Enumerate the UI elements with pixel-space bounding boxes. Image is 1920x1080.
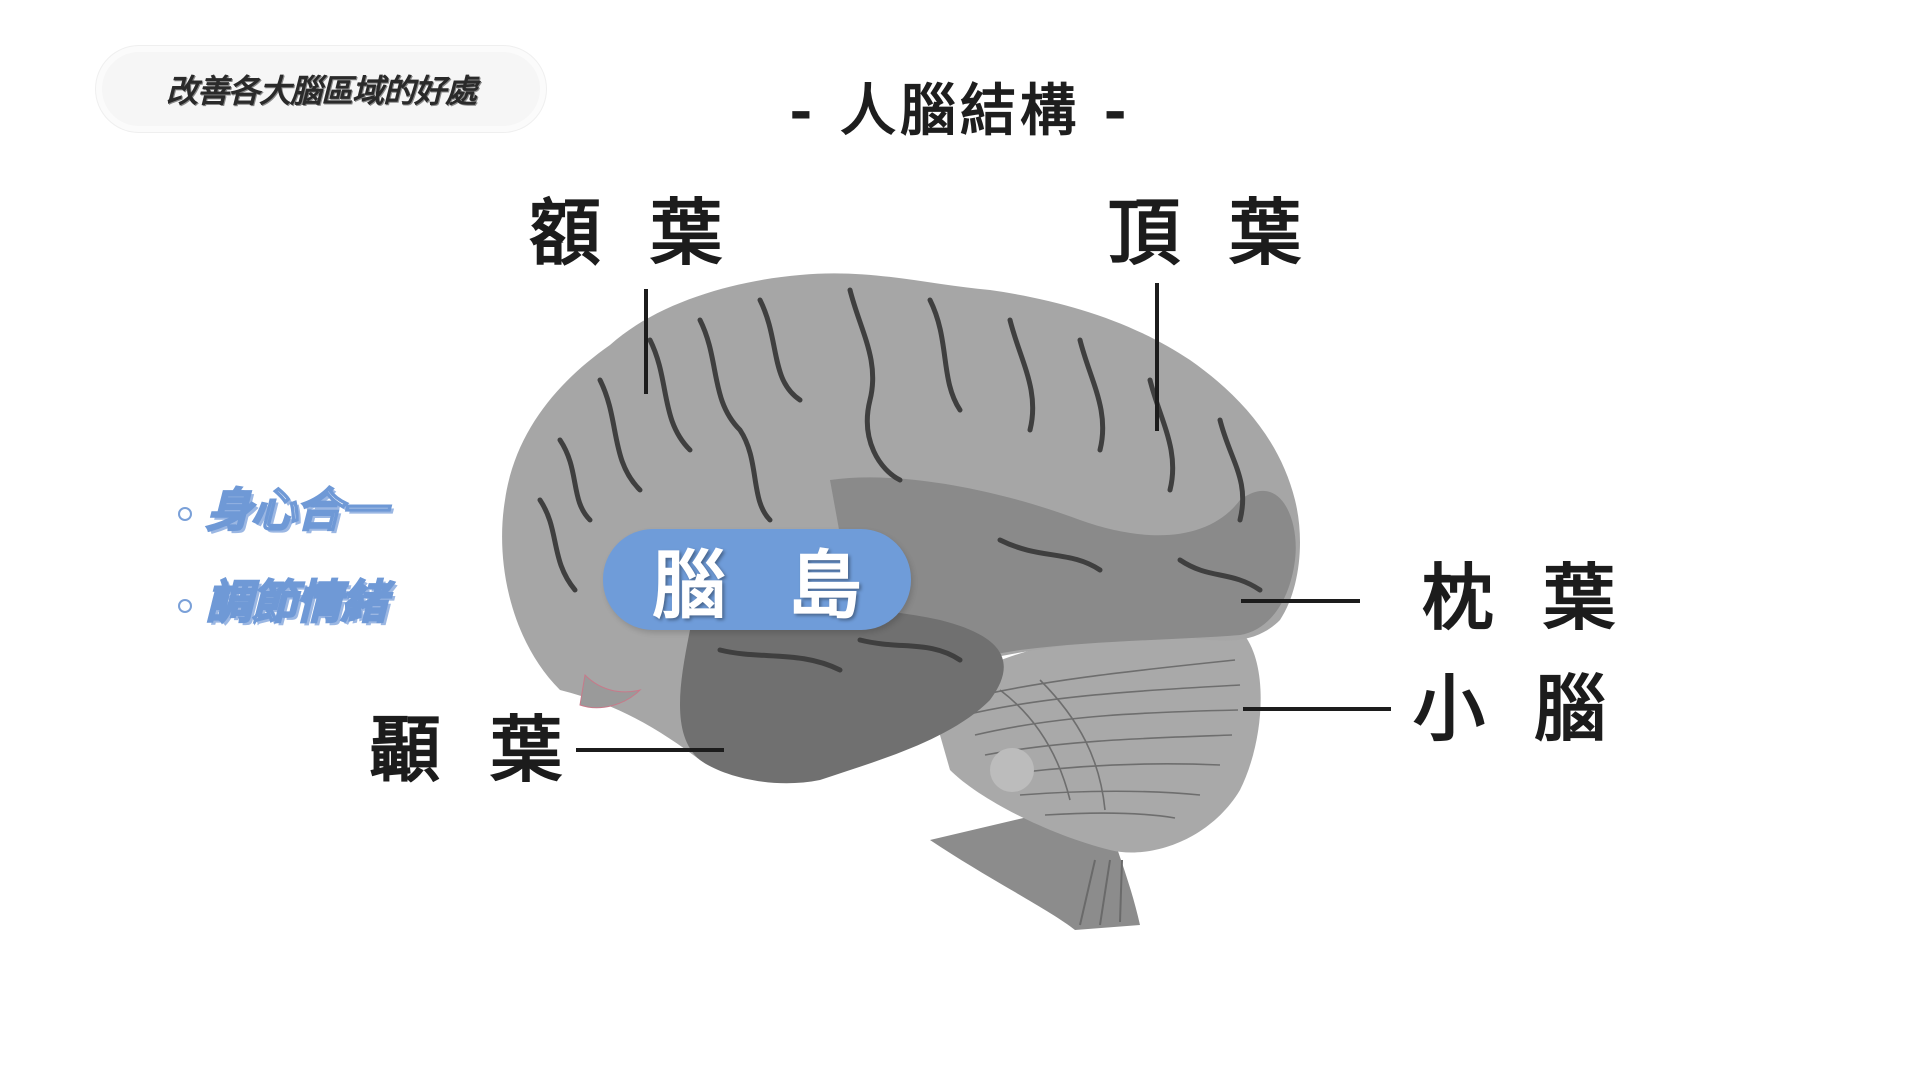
leader-line-temporal-lobe bbox=[576, 748, 724, 752]
temporal-lobe-shape bbox=[680, 609, 1004, 784]
bullet-icon bbox=[178, 506, 192, 521]
leader-line-occipital-lobe bbox=[1241, 599, 1360, 603]
label-occipital-lobe: 枕 葉 bbox=[1422, 555, 1628, 640]
label-temporal-lobe: 顳 葉 bbox=[369, 707, 575, 792]
cerebellum-shape bbox=[930, 627, 1261, 853]
benefit-item: 身心合一 bbox=[178, 474, 388, 540]
benefit-item: 調節情緒 bbox=[178, 566, 388, 632]
leader-line-parietal-lobe bbox=[1155, 283, 1159, 431]
section-pill: 改善各大腦區域的好處 bbox=[102, 52, 540, 126]
insula-label: 腦 島 bbox=[652, 543, 880, 629]
label-parietal-lobe: 頂 葉 bbox=[1108, 190, 1314, 275]
section-pill-label: 改善各大腦區域的好處 bbox=[165, 72, 477, 110]
page-title: - 人腦結構 - bbox=[789, 78, 1131, 144]
leader-line-frontal-lobe bbox=[644, 289, 648, 394]
label-frontal-lobe: 額 葉 bbox=[529, 190, 735, 275]
benefit-label: 身心合一 bbox=[205, 482, 388, 538]
pons-flower bbox=[990, 748, 1034, 792]
label-cerebellum: 小 腦 bbox=[1413, 666, 1619, 751]
insula-highlight: 腦 島 bbox=[603, 529, 911, 630]
bullet-icon bbox=[178, 598, 192, 613]
sulci bbox=[537, 287, 1263, 673]
leader-line-cerebellum bbox=[1243, 707, 1391, 711]
benefit-label: 調節情緒 bbox=[205, 574, 388, 630]
